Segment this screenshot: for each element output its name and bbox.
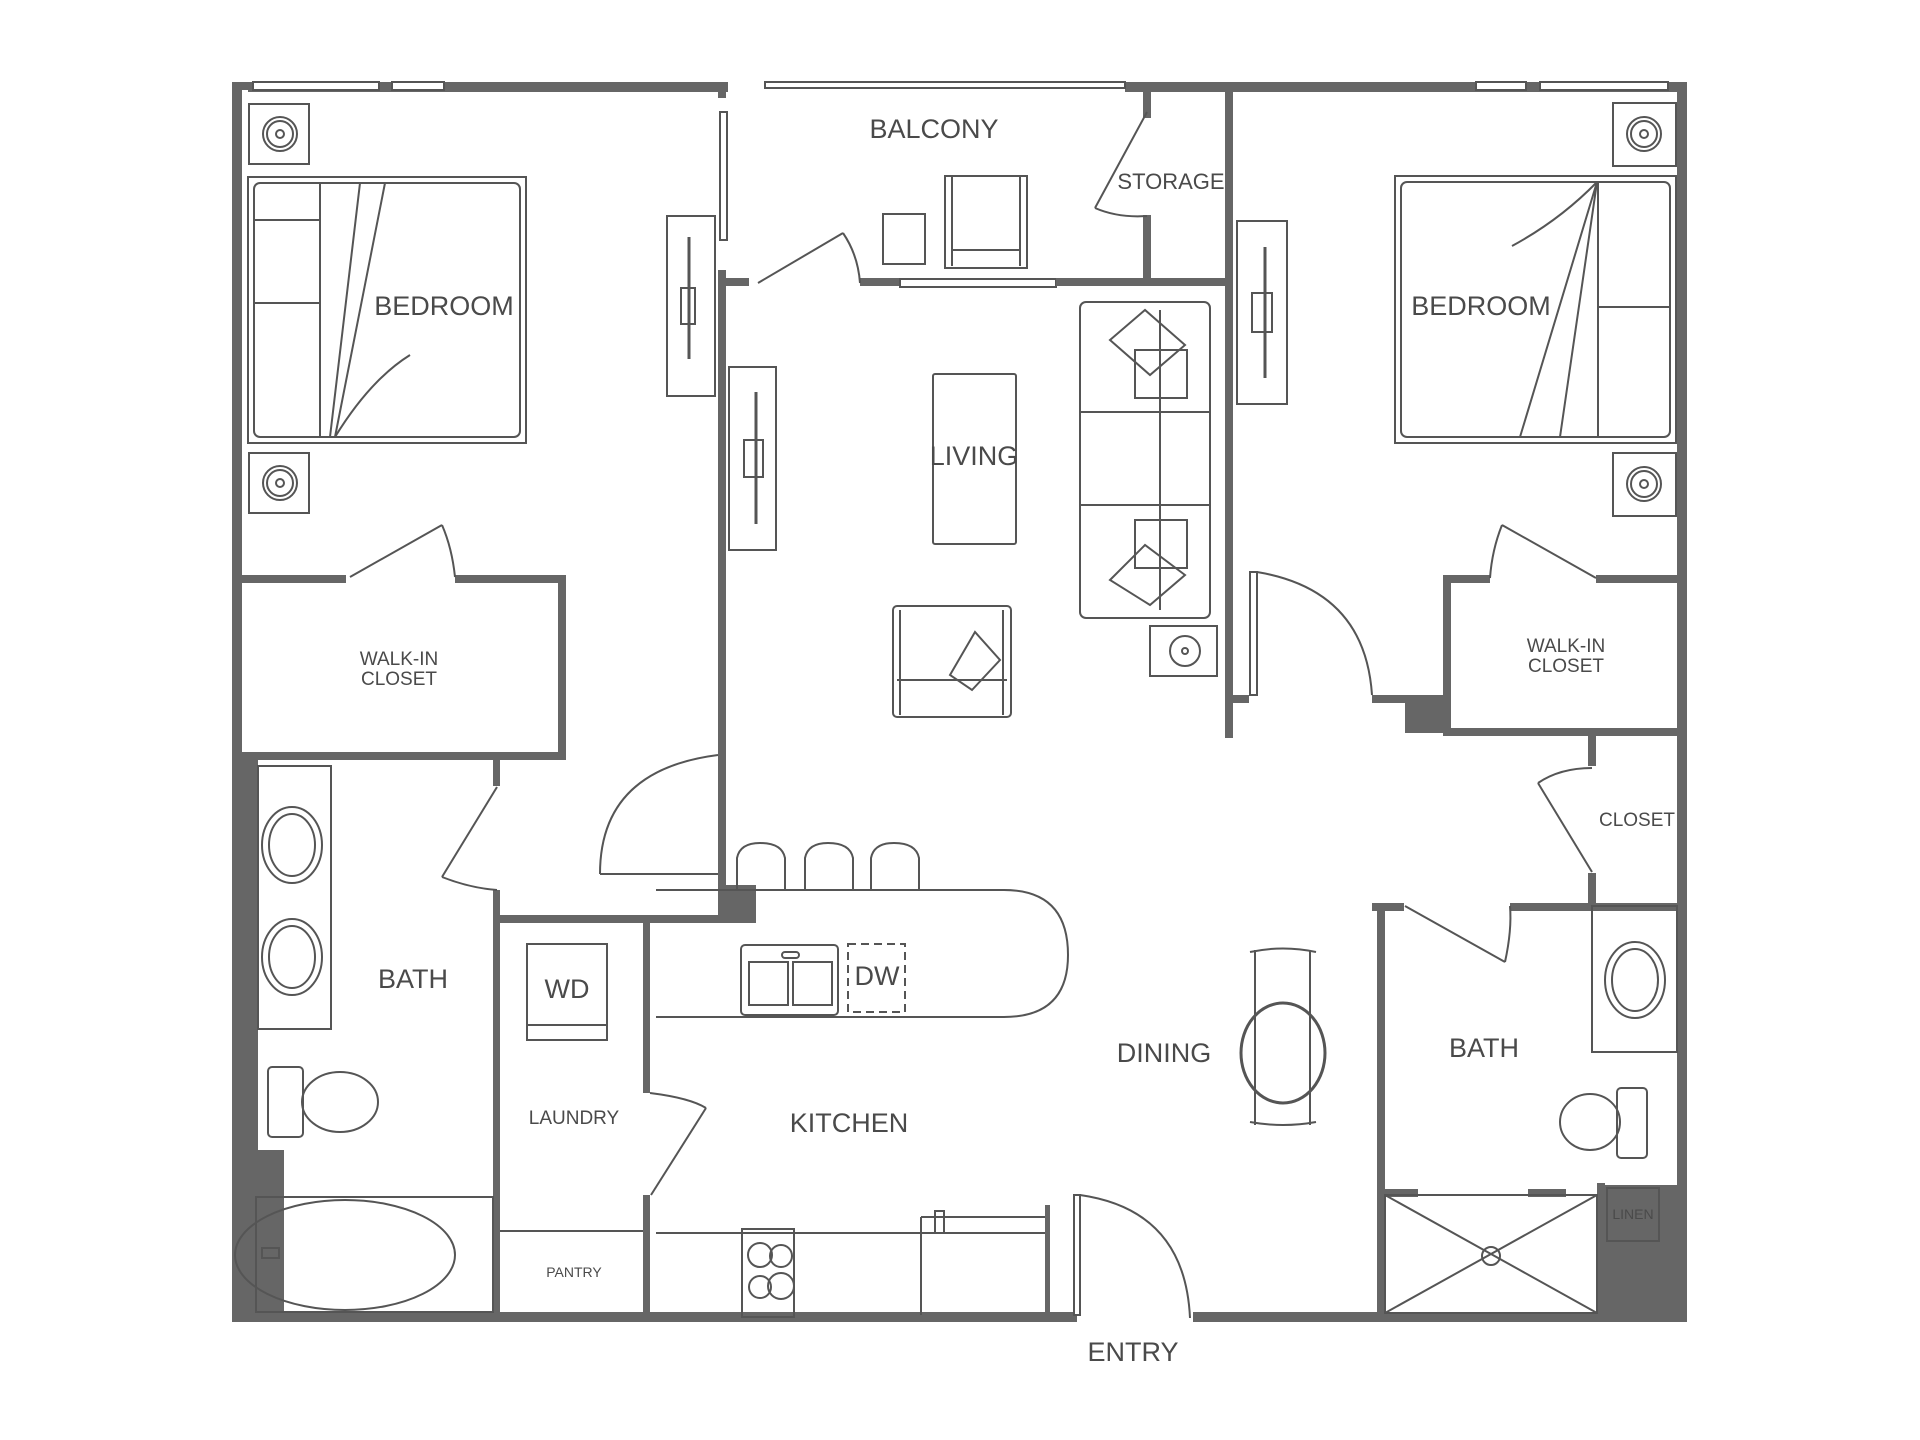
bed-icon xyxy=(1394,175,1677,444)
label-entry: ENTRY xyxy=(1087,1337,1178,1367)
nightstand-lamp-icon xyxy=(1612,102,1677,167)
label-walkin-left-2: CLOSET xyxy=(361,669,437,690)
interior-walls xyxy=(236,88,1680,1320)
toilet-icon xyxy=(267,1066,379,1138)
label-bedroom-left: BEDROOM xyxy=(374,291,514,321)
washer-dryer-icon: WD xyxy=(526,943,608,1041)
label-pantry: PANTRY xyxy=(546,1264,602,1280)
label-walkin-right-1: WALK-IN xyxy=(1527,636,1605,657)
label-balcony: BALCONY xyxy=(869,114,998,144)
dresser-tv-icon xyxy=(1236,220,1288,405)
nightstand-lamp-icon xyxy=(1612,452,1677,517)
label-kitchen: KITCHEN xyxy=(790,1108,909,1138)
nightstand-lamp-icon xyxy=(248,103,310,165)
room-labels: BALCONY STORAGE BEDROOM BEDROOM LIVING W… xyxy=(360,114,1676,1367)
kitchen-island: DW xyxy=(656,889,1070,1018)
sofa-icon xyxy=(1079,301,1211,619)
balcony-chair-icon xyxy=(944,175,1028,269)
nightstand-lamp-icon xyxy=(248,452,310,514)
label-bedroom-right: BEDROOM xyxy=(1411,291,1551,321)
exterior-walls xyxy=(232,82,1687,1322)
bed-icon xyxy=(247,176,527,444)
side-lamp-icon xyxy=(1149,625,1218,677)
shower-icon xyxy=(1384,1194,1598,1314)
balcony-table-icon xyxy=(882,213,926,265)
linen-closet xyxy=(1606,1187,1660,1242)
label-linen: LINEN xyxy=(1612,1206,1653,1222)
living-tv-icon xyxy=(728,366,777,551)
label-dining: DINING xyxy=(1117,1038,1212,1068)
dining-table-icon xyxy=(1239,947,1327,1126)
vanity-icon xyxy=(257,765,332,1030)
washer-dryer-label: WD xyxy=(545,974,590,1004)
label-walkin-right-2: CLOSET xyxy=(1528,656,1604,677)
toilet-icon xyxy=(1559,1087,1648,1159)
label-walkin-left-1: WALK-IN xyxy=(360,649,438,670)
doors xyxy=(349,111,1597,1319)
label-closet: CLOSET xyxy=(1599,810,1675,831)
windows xyxy=(252,81,1669,91)
label-storage: STORAGE xyxy=(1117,169,1224,194)
bar-stools xyxy=(736,841,920,889)
armchair-icon xyxy=(892,605,1012,718)
bathtub-icon xyxy=(234,1196,494,1313)
label-bath-right: BATH xyxy=(1449,1033,1519,1063)
vanity-icon xyxy=(1591,905,1678,1053)
label-laundry: LAUNDRY xyxy=(529,1108,620,1129)
dishwasher-label: DW xyxy=(855,961,900,991)
label-bath-left: BATH xyxy=(378,964,448,994)
coffee-table-icon xyxy=(932,373,1017,545)
label-living: LIVING xyxy=(930,441,1019,471)
dresser-tv-icon xyxy=(666,215,716,397)
kitchen-counter xyxy=(656,1210,1045,1318)
